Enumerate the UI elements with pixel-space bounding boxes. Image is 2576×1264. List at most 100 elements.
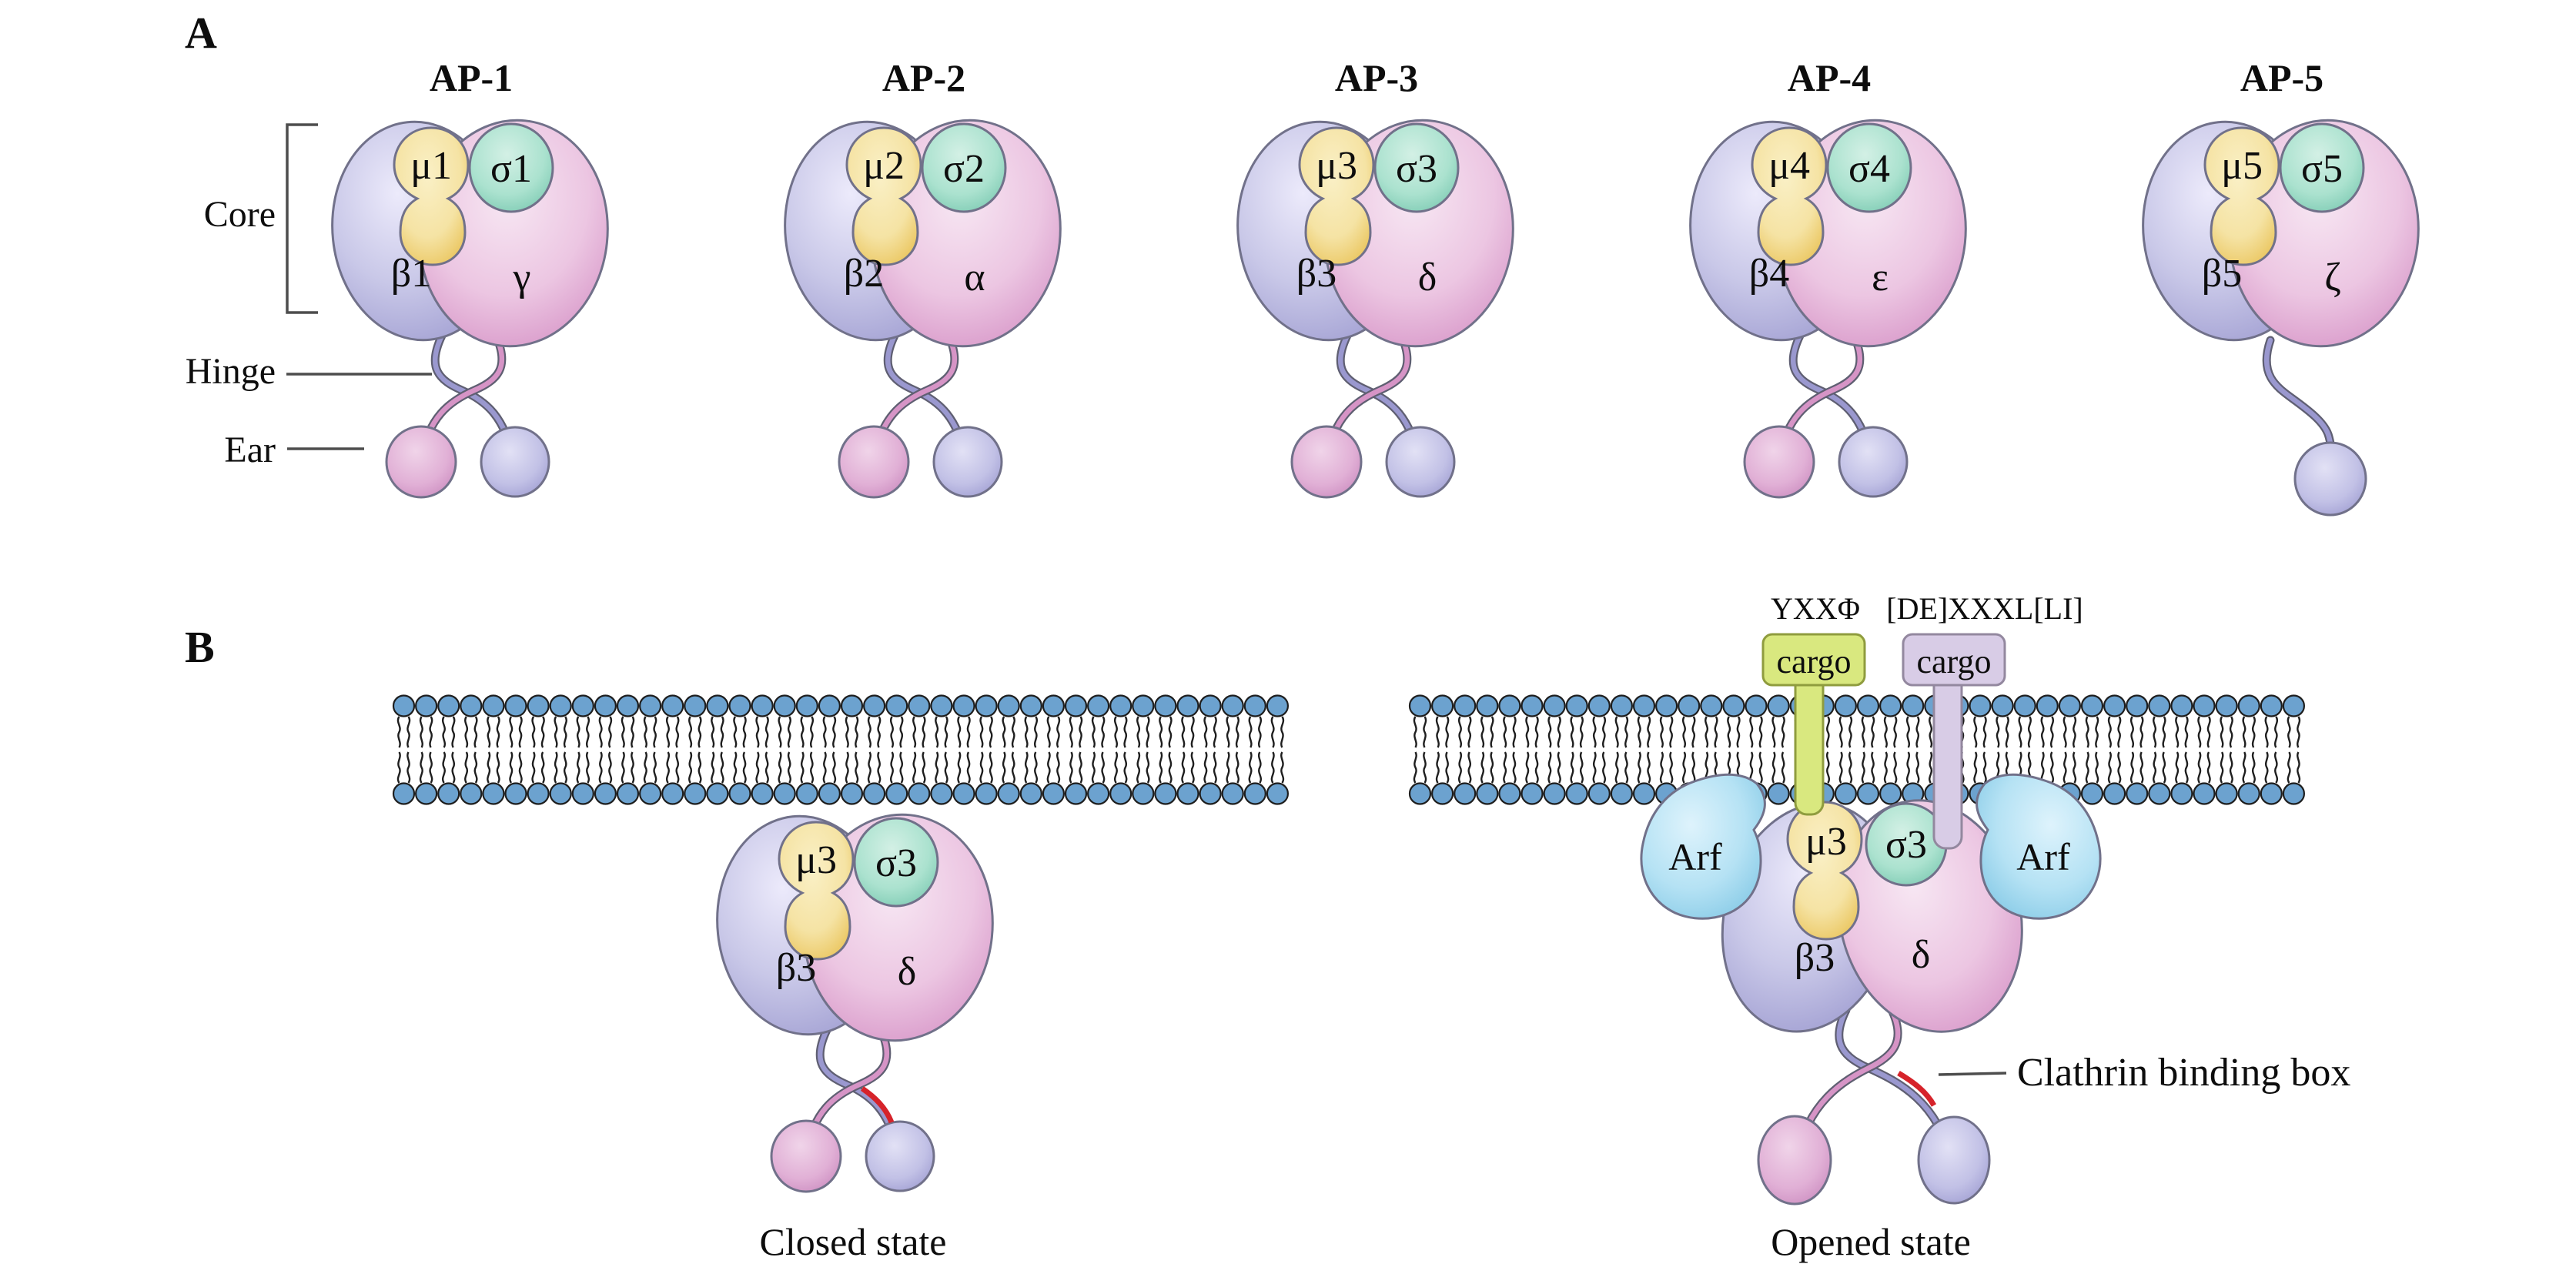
cargo-left-motif: YXXΦ [1771,591,1860,626]
ap1-sigma-label: σ1 [490,147,532,191]
closed-large-label: δ [898,950,917,994]
lipid-molecule [1476,694,1499,805]
ap3-beta-label: β3 [1296,252,1337,296]
core-label: Core [204,194,276,235]
lipid-molecule [1019,694,1043,805]
ap2-core [773,109,1073,357]
hinge-label: Hinge [186,351,276,392]
panel-b-label: B [185,622,215,672]
ap5-beta-label: β5 [2202,252,2242,296]
lipid-molecule [1109,694,1132,805]
ap4-complex: AP-4 μ4 σ4 β4 ε [1678,56,1979,497]
ap5-core [2131,109,2431,357]
lipid-molecule [773,694,796,805]
ap4-title: AP-4 [1788,56,1871,99]
lipid-molecule [2170,694,2193,805]
arf-right-blob [1975,773,2102,920]
lipid-molecule [1176,694,1199,805]
lipid-molecule [1132,694,1155,805]
opened-mu-label: μ3 [1805,820,1847,864]
cargo-left-stem [1794,670,1825,816]
ap1-complex: AP-1 μ1 σ1 β1 γ [320,56,621,497]
ap3-complex: AP-3 μ3 σ3 β3 δ [1226,56,1526,497]
lipid-molecule [414,694,438,805]
lipid-molecule [2215,694,2238,805]
ear-label: Ear [224,430,276,470]
lipid-molecule [2237,694,2260,805]
lipid-molecule [1587,694,1611,805]
closed-mu-label: μ3 [795,838,837,882]
ap4-core [1678,109,1979,357]
clathrin-pointer-line [1938,1072,2007,1076]
opened-sigma-label: σ3 [1885,823,1927,867]
lipid-molecule [460,694,483,805]
lipid-molecule [1543,694,1566,805]
lipid-molecule [437,694,460,805]
ap2-complex: AP-2 μ2 σ2 β2 α [773,56,1073,497]
lipid-molecule [706,694,729,805]
closed-state-caption: Closed state [759,1220,946,1263]
lipid-molecule [504,694,527,805]
cargo-right-stem [1932,670,1963,850]
cargo-left-head [1761,633,1866,687]
arf-left-label: Arf [1668,835,1722,878]
ap5-large-label: ζ [2324,256,2341,299]
ap4-large-label: ε [1872,256,1889,299]
lipid-molecule [997,694,1020,805]
ap2-title: AP-2 [882,56,965,99]
opened-mu-subunit [1786,801,1863,941]
lipid-molecule [1199,694,1222,805]
ap2-hinge-ears [839,336,1002,497]
lipid-molecule [1610,694,1634,805]
opened-large-label: δ [1912,933,1931,977]
ap3-core [1226,109,1526,357]
ap5-complex: AP-5 μ5 σ5 β5 ζ [2131,56,2431,515]
ap2-large-label: α [964,256,985,299]
lipid-molecule [975,694,998,805]
arf-right-label: Arf [2016,835,2070,878]
ap3-large-label: δ [1418,256,1437,299]
lipid-molecule [2282,694,2306,805]
ear-annotation: Ear [224,430,364,470]
arf-left-blob [1640,773,1766,920]
cargo-right: cargo [DE]XXXL[LI] [1886,591,2083,850]
core-annotation: Core [204,123,318,314]
ap2-sigma-label: σ2 [943,147,985,191]
lipid-molecule [908,694,931,805]
lipid-molecule [638,694,662,805]
lipid-molecule [2125,694,2149,805]
lipid-molecule [661,694,684,805]
cargo-left-label: cargo [1777,643,1852,680]
lipid-molecule [2103,694,2126,805]
cargo-right-head [1902,633,2006,687]
closed-clathrin-box-segment [861,1086,895,1124]
panel-b: B μ3 σ3 β3 δ Closed state [185,591,2350,1263]
closed-state: μ3 σ3 β3 δ Closed state [705,804,1005,1263]
panel-a: A Core Hinge Ear AP-1 μ1 σ1 β1 γ AP-2 [185,8,2431,515]
lipid-molecule [1408,694,1432,805]
lipid-molecule [1086,694,1110,805]
cargo-left: cargo YXXΦ [1761,591,1866,816]
lipid-molecule [549,694,572,805]
lipid-molecule [818,694,841,805]
ap1-beta-label: β1 [391,252,431,296]
lipid-molecule [1498,694,1521,805]
cargo-right-label: cargo [1917,643,1992,680]
membrane-right [1408,694,2306,805]
lipid-molecule [1901,694,1925,805]
membrane-left [392,694,1290,805]
lipid-molecule [930,694,953,805]
lipid-molecule [885,694,908,805]
lipid-molecule [2080,694,2104,805]
lipid-molecule [1856,694,1880,805]
lipid-molecule [1565,694,1588,805]
lipid-molecule [1154,694,1177,805]
lipid-molecule [392,694,416,805]
ap3-hinge-ears [1292,336,1454,497]
ap5-sigma-label: σ5 [2301,147,2343,191]
lipid-molecule [1654,694,1678,805]
lipid-molecule [1521,694,1544,805]
lipid-molecule [1453,694,1477,805]
lipid-molecule [2148,694,2171,805]
